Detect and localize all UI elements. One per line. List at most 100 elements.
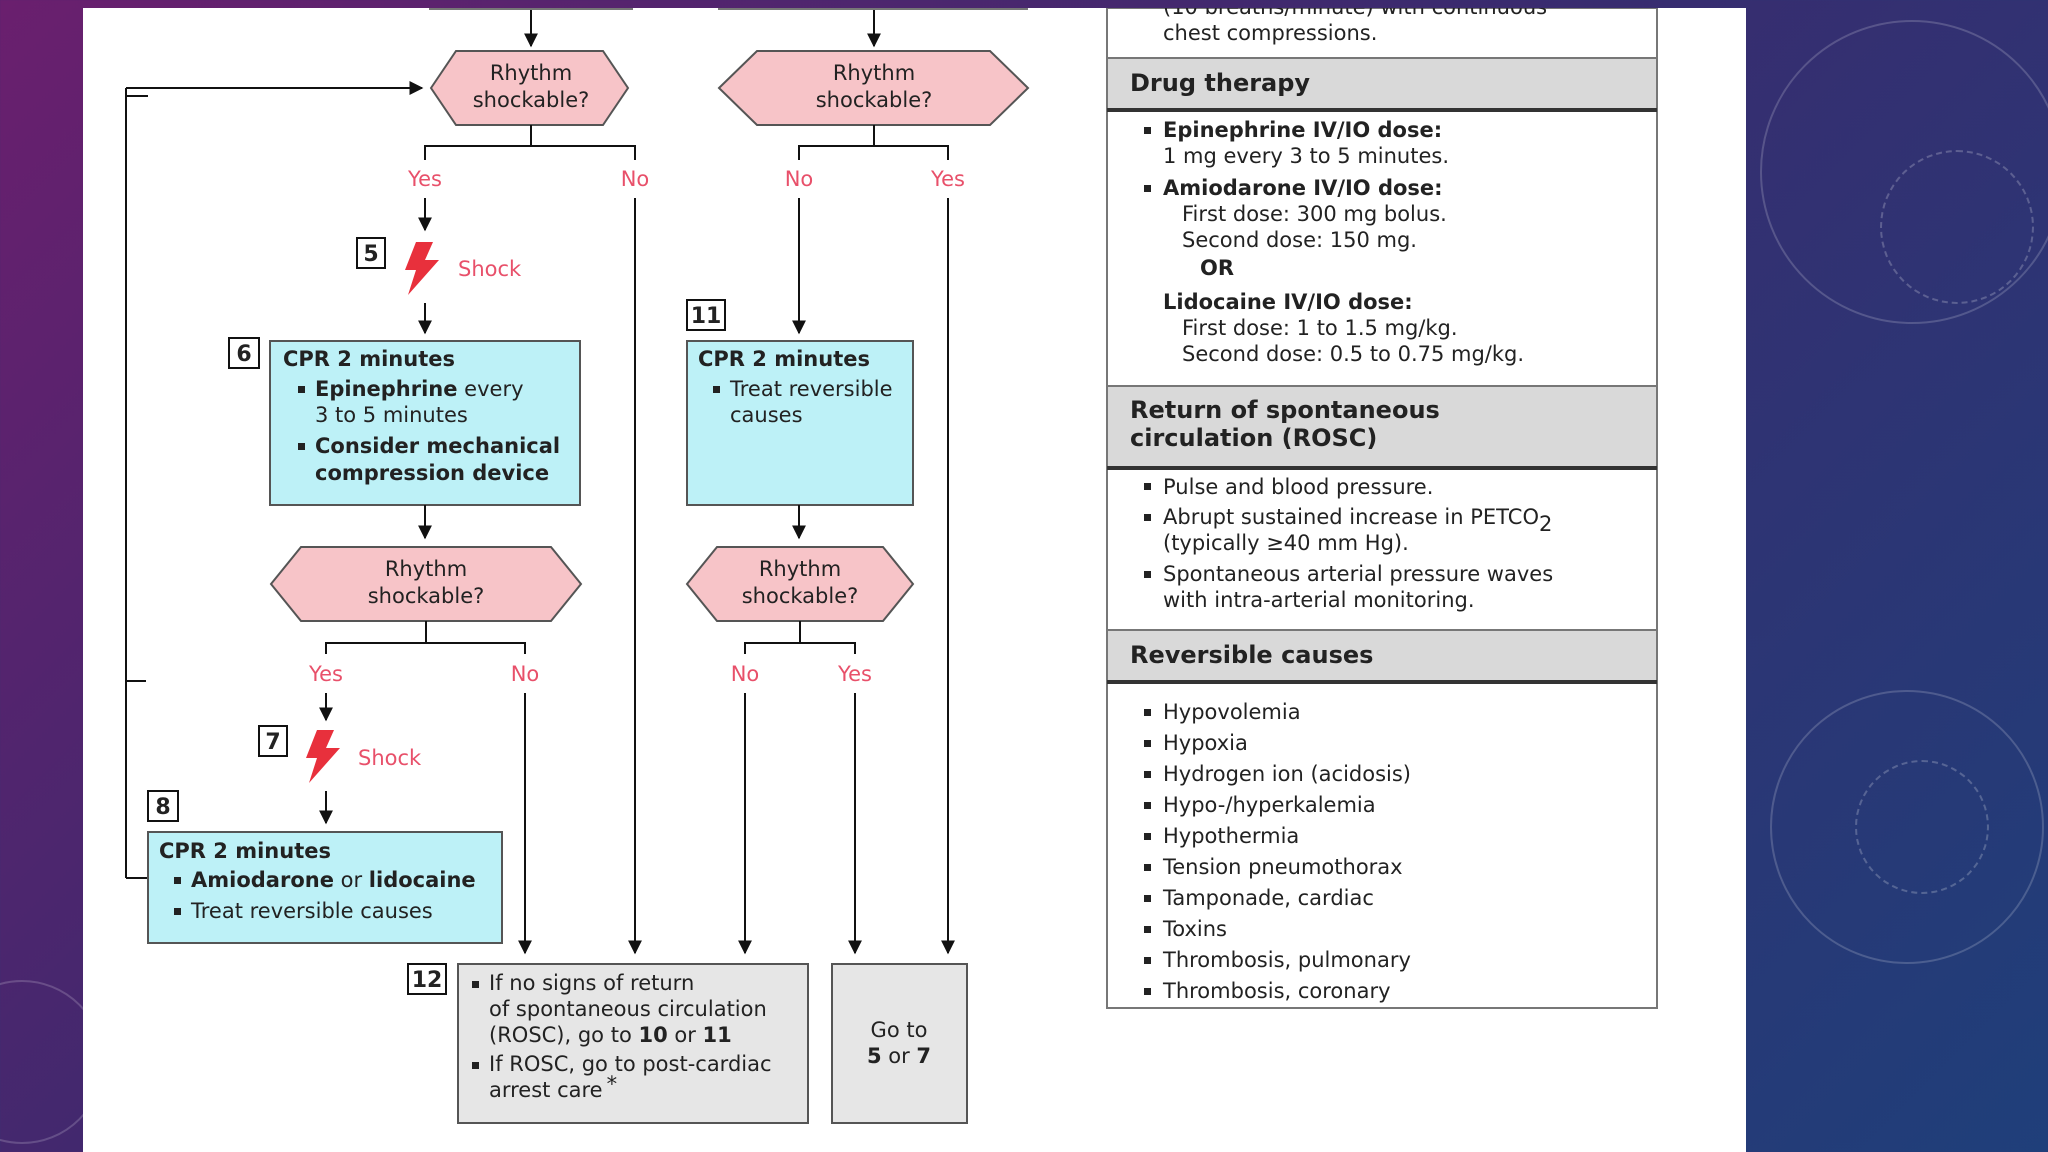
decision-rhythm-c xyxy=(269,546,583,622)
step-11-number: 11 xyxy=(691,304,722,329)
branch-c-no xyxy=(426,642,526,654)
drug-bullet-amio xyxy=(1144,185,1151,192)
box11-bullet-1 xyxy=(713,386,720,393)
box11-item1-line1: Treat reversible xyxy=(729,377,893,401)
branch-d-yes xyxy=(800,642,856,654)
drug-therapy-title: Drug therapy xyxy=(1130,69,1310,97)
decor-circle-small-bottom xyxy=(1855,760,1989,894)
rosc-bullet-1 xyxy=(1144,483,1151,490)
decor-circle-top-right xyxy=(1760,20,2048,324)
reversible-cause-item: Hypoxia xyxy=(1163,731,1248,755)
label-no-b: No xyxy=(785,167,814,191)
reversible-causes-title: Reversible causes xyxy=(1130,641,1373,669)
shock-bolt-icon-5 xyxy=(405,242,439,295)
decision-c-line2: shockable? xyxy=(368,584,485,608)
branch-a-no xyxy=(531,145,636,160)
box12-line1: If no signs of return xyxy=(489,971,694,995)
box8-bullet-1 xyxy=(174,877,181,884)
step-7-box xyxy=(258,725,288,757)
goto-box xyxy=(831,963,968,1124)
box12-line5: arrest care* xyxy=(489,1072,617,1102)
panel-top-line2: chest compressions. xyxy=(1163,21,1377,45)
box6-bullet-2 xyxy=(298,443,305,450)
rosc-item3-line2: with intra-arterial monitoring. xyxy=(1163,588,1475,612)
step-12-box xyxy=(407,963,447,995)
decor-circle-bottom-right xyxy=(1770,690,2044,964)
reversible-bullet xyxy=(1144,864,1151,871)
reversible-cause-item: Thrombosis, pulmonary xyxy=(1162,948,1411,972)
box12-line3: (ROSC), go to 10 or 11 xyxy=(489,1023,732,1047)
box6-title: CPR 2 minutes xyxy=(283,347,455,371)
decision-a-line2: shockable? xyxy=(473,88,590,112)
branch-a-yes xyxy=(424,125,532,160)
slide-content: Rhythm shockable? Rhythm shockable? Yes … xyxy=(83,8,1746,1152)
step-7-number: 7 xyxy=(265,730,280,755)
lido-title: Lidocaine IV/IO dose: xyxy=(1163,290,1413,314)
cpr-box-8 xyxy=(147,831,503,944)
label-no-a: No xyxy=(621,167,650,191)
label-yes-b: Yes xyxy=(930,167,965,191)
box6-item1-line2: 3 to 5 minutes xyxy=(315,403,468,427)
reversible-bullet xyxy=(1144,771,1151,778)
step-12-number: 12 xyxy=(412,968,443,993)
box12-line2: of spontaneous circulation xyxy=(489,997,767,1021)
cpr-box-6 xyxy=(269,340,581,506)
reversible-bullet xyxy=(1144,802,1151,809)
lido-first-dose: First dose: 1 to 1.5 mg/kg. xyxy=(1182,316,1458,340)
decision-d-line1: Rhythm xyxy=(759,557,841,581)
step-8-box xyxy=(147,790,179,822)
box8-bullet-2 xyxy=(174,908,181,915)
reversible-cause-item: Hypothermia xyxy=(1163,824,1299,848)
shock-label-7: Shock xyxy=(358,746,422,770)
step-5-box xyxy=(356,237,386,269)
reversible-bullet xyxy=(1144,895,1151,902)
branch-b-yes xyxy=(874,145,949,160)
box6-item2-line2: compression device xyxy=(315,461,549,485)
box-12 xyxy=(457,963,809,1124)
decision-d-line2: shockable? xyxy=(742,584,859,608)
reversible-causes-header xyxy=(1106,629,1658,683)
decision-a-line1: Rhythm xyxy=(490,61,572,85)
shock-label-5: Shock xyxy=(458,257,522,281)
decision-b-line1: Rhythm xyxy=(833,61,915,85)
rosc-item3-line1: Spontaneous arterial pressure waves xyxy=(1163,562,1553,586)
loop-line xyxy=(125,95,148,682)
reversible-cause-item: Tension pneumothorax xyxy=(1162,855,1403,879)
reversible-bullet xyxy=(1144,740,1151,747)
drug-or: OR xyxy=(1200,256,1234,280)
label-yes-c: Yes xyxy=(308,662,343,686)
reversible-cause-item: Hypovolemia xyxy=(1163,700,1301,724)
decision-rhythm-a xyxy=(429,50,630,126)
drug-therapy-header xyxy=(1106,57,1658,111)
step-5-number: 5 xyxy=(363,242,378,267)
reversible-bullet xyxy=(1144,926,1151,933)
reversible-cause-item: Toxins xyxy=(1162,917,1227,941)
branch-c-yes xyxy=(325,621,427,654)
box8-title: CPR 2 minutes xyxy=(159,839,331,863)
box8-item2: Treat reversible causes xyxy=(190,899,433,923)
label-no-d: No xyxy=(731,662,760,686)
info-panel xyxy=(1106,8,1658,1009)
box12-bullet-2 xyxy=(472,1062,479,1069)
decor-circle-small-top xyxy=(1880,150,2034,304)
flowchart-diagram: Rhythm shockable? Rhythm shockable? Yes … xyxy=(125,8,1658,1124)
rosc-title-line2: circulation (ROSC) xyxy=(1130,424,1377,452)
step-8-number: 8 xyxy=(155,795,170,820)
box12-line4: If ROSC, go to post-cardiac xyxy=(489,1052,772,1076)
goto-line1: Go to xyxy=(871,1018,928,1042)
reversible-bullet xyxy=(1144,833,1151,840)
shock-bolt-icon-7 xyxy=(306,730,340,783)
branch-d-no xyxy=(744,621,801,654)
box11-item1-line2: causes xyxy=(730,403,803,427)
box8-item1: Amiodarone or lidocaine xyxy=(191,868,476,892)
step-11-box xyxy=(686,299,726,331)
rosc-item2-line1: Abrupt sustained increase in PETCO2 xyxy=(1163,505,1552,536)
reversible-cause-item: Thrombosis, coronary xyxy=(1162,979,1391,1003)
decision-rhythm-d xyxy=(685,546,915,622)
box11-title: CPR 2 minutes xyxy=(698,347,870,371)
box6-item2-line1: Consider mechanical xyxy=(315,434,560,458)
decision-rhythm-b xyxy=(717,50,1030,126)
box6-item1-line1: Epinephrine every xyxy=(315,377,524,401)
box6-bullet-1 xyxy=(298,386,305,393)
step-6-number: 6 xyxy=(236,342,251,367)
